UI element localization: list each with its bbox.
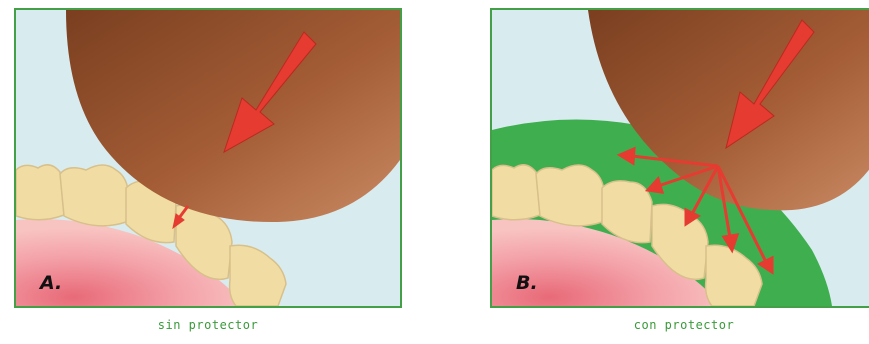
panel-a-no-protector: A. [14,8,402,308]
caption-with-protector: con protector [490,318,869,332]
impact-illustration-b [492,10,869,306]
impact-illustration-a [16,10,400,306]
panel-label: A. [40,272,62,294]
panel-b-with-protector: B. [490,8,869,308]
panel-label: B. [516,272,538,294]
caption-no-protector: sin protector [14,318,402,332]
